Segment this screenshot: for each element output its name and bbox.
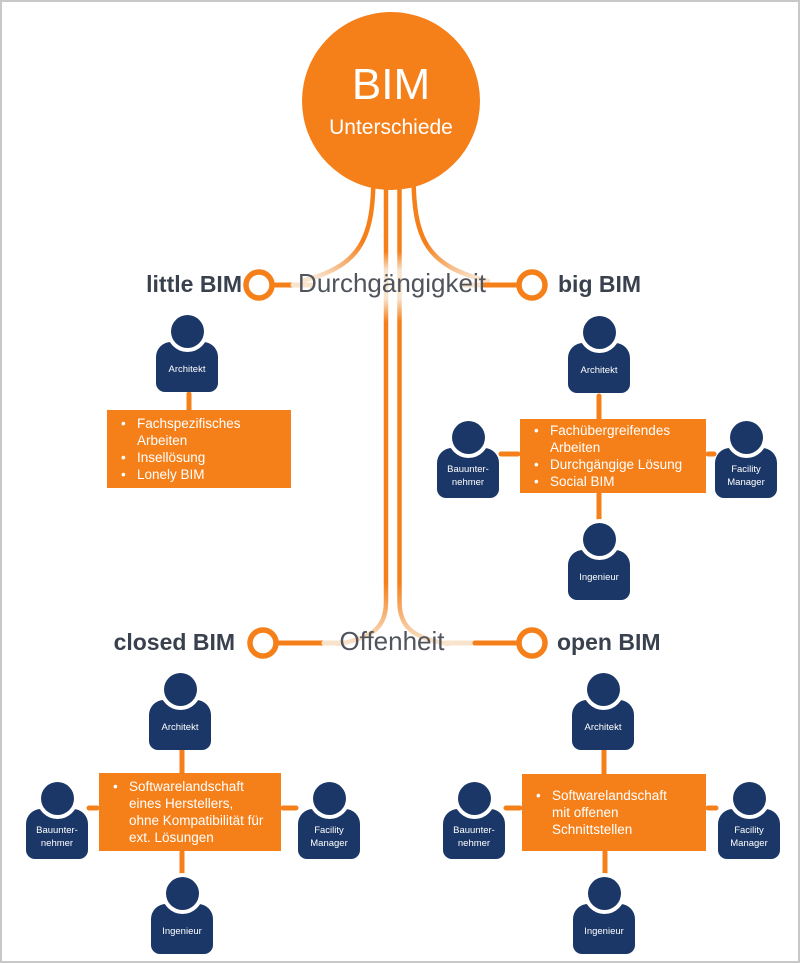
person-icon: [451, 421, 485, 454]
person-body: Architekt: [156, 342, 218, 392]
person-body: Bauunter- nehmer: [443, 809, 505, 859]
person-body: Facility Manager: [298, 809, 360, 859]
person-icon: [582, 523, 616, 556]
cluster-connector-lines: [86, 391, 719, 878]
person-label: Bauunter- nehmer: [36, 825, 78, 849]
person-label: Ingenieur: [162, 926, 202, 938]
person-icon: [40, 782, 74, 815]
bullet-box-open-bim: Softwarelandschaft mit offenen Schnittst…: [522, 774, 706, 851]
bullet-item: Social BIM: [534, 473, 682, 490]
bullet-list: Fachspezifisches ArbeitenInsellösungLone…: [107, 415, 247, 483]
bullet-box-closed-bim: Softwarelandschaft eines Herstellers, oh…: [99, 773, 281, 851]
bullet-item: Fachspezifisches Arbeiten: [121, 415, 241, 449]
person-ingenieur-open: Ingenieur: [573, 877, 635, 954]
axis-stub-lines: [270, 282, 521, 646]
person-icon: [165, 877, 199, 910]
person-label: Bauunter- nehmer: [453, 825, 495, 849]
person-icon: [312, 782, 346, 815]
bullet-list: Softwarelandschaft eines Herstellers, oh…: [99, 778, 269, 846]
person-label: Ingenieur: [579, 572, 619, 584]
person-icon: [582, 316, 616, 349]
person-architekt-open: Architekt: [572, 673, 634, 750]
person-bauunternehmer-big: Bauunter- nehmer: [437, 421, 499, 498]
person-body: Architekt: [568, 343, 630, 393]
ring-big-bim: [516, 269, 548, 301]
person-label: Architekt: [161, 722, 199, 734]
bullet-item: Softwarelandschaft eines Herstellers, oh…: [113, 778, 263, 846]
person-label: Architekt: [584, 722, 622, 734]
person-ingenieur-closed: Ingenieur: [151, 877, 213, 954]
bullet-item: Fachübergreifendes Arbeiten: [534, 422, 682, 456]
person-architekt-closed: Architekt: [149, 673, 211, 750]
person-facility-manager-closed: Facility Manager: [298, 782, 360, 859]
bullet-list: Fachübergreifendes ArbeitenDurchgängige …: [520, 422, 688, 490]
person-label: Facility Manager: [727, 464, 765, 488]
person-ingenieur-big: Ingenieur: [568, 523, 630, 600]
person-icon: [170, 315, 204, 348]
ring-open-bim: [516, 627, 548, 659]
person-icon: [163, 673, 197, 706]
person-label: Architekt: [168, 364, 206, 376]
bullet-item: Durchgängige Lösung: [534, 456, 682, 473]
axis-ring-nodes: [243, 269, 548, 659]
person-body: Facility Manager: [715, 448, 777, 498]
root-node-bim: BIM Unterschiede: [302, 12, 480, 190]
person-bauunternehmer-closed: Bauunter- nehmer: [26, 782, 88, 859]
person-body: Facility Manager: [718, 809, 780, 859]
ring-little-bim: [243, 269, 275, 301]
axis2-center-label: Offenheit: [339, 626, 445, 656]
person-icon: [586, 673, 620, 706]
bullet-item: Insellösung: [121, 449, 241, 466]
person-icon: [457, 782, 491, 815]
axis1-center-label: Durchgängigkeit: [298, 268, 486, 298]
person-icon: [732, 782, 766, 815]
person-architekt-big: Architekt: [568, 316, 630, 393]
axis1-left-label: little BIM: [146, 271, 242, 297]
person-body: Ingenieur: [151, 904, 213, 954]
person-facility-manager-big: Facility Manager: [715, 421, 777, 498]
person-label: Ingenieur: [584, 926, 624, 938]
ring-closed-bim: [247, 627, 279, 659]
root-title: BIM: [351, 60, 431, 110]
axis2-left-label: closed BIM: [113, 629, 235, 655]
person-bauunternehmer-open: Bauunter- nehmer: [443, 782, 505, 859]
root-fan-lines: [299, 171, 491, 647]
person-label: Facility Manager: [730, 825, 768, 849]
person-label: Bauunter- nehmer: [447, 464, 489, 488]
bullet-list: Softwarelandschaft mit offenen Schnittst…: [522, 787, 673, 838]
person-body: Bauunter- nehmer: [26, 809, 88, 859]
axis2-right-label: open BIM: [557, 629, 661, 655]
axis1-right-label: big BIM: [558, 271, 642, 297]
person-architekt-little: Architekt: [156, 315, 218, 392]
bullet-box-little-bim: Fachspezifisches ArbeitenInsellösungLone…: [107, 410, 291, 488]
person-icon: [587, 877, 621, 910]
person-body: Ingenieur: [573, 904, 635, 954]
person-body: Ingenieur: [568, 550, 630, 600]
person-facility-manager-open: Facility Manager: [718, 782, 780, 859]
person-body: Bauunter- nehmer: [437, 448, 499, 498]
bullet-item: Softwarelandschaft mit offenen Schnittst…: [536, 787, 667, 838]
person-body: Architekt: [572, 700, 634, 750]
person-label: Facility Manager: [310, 825, 348, 849]
person-label: Architekt: [580, 365, 618, 377]
person-icon: [729, 421, 763, 454]
root-subtitle: Unterschiede: [329, 115, 453, 139]
person-body: Architekt: [149, 700, 211, 750]
bullet-box-big-bim: Fachübergreifendes ArbeitenDurchgängige …: [520, 419, 706, 493]
bullet-item: Lonely BIM: [121, 466, 241, 483]
